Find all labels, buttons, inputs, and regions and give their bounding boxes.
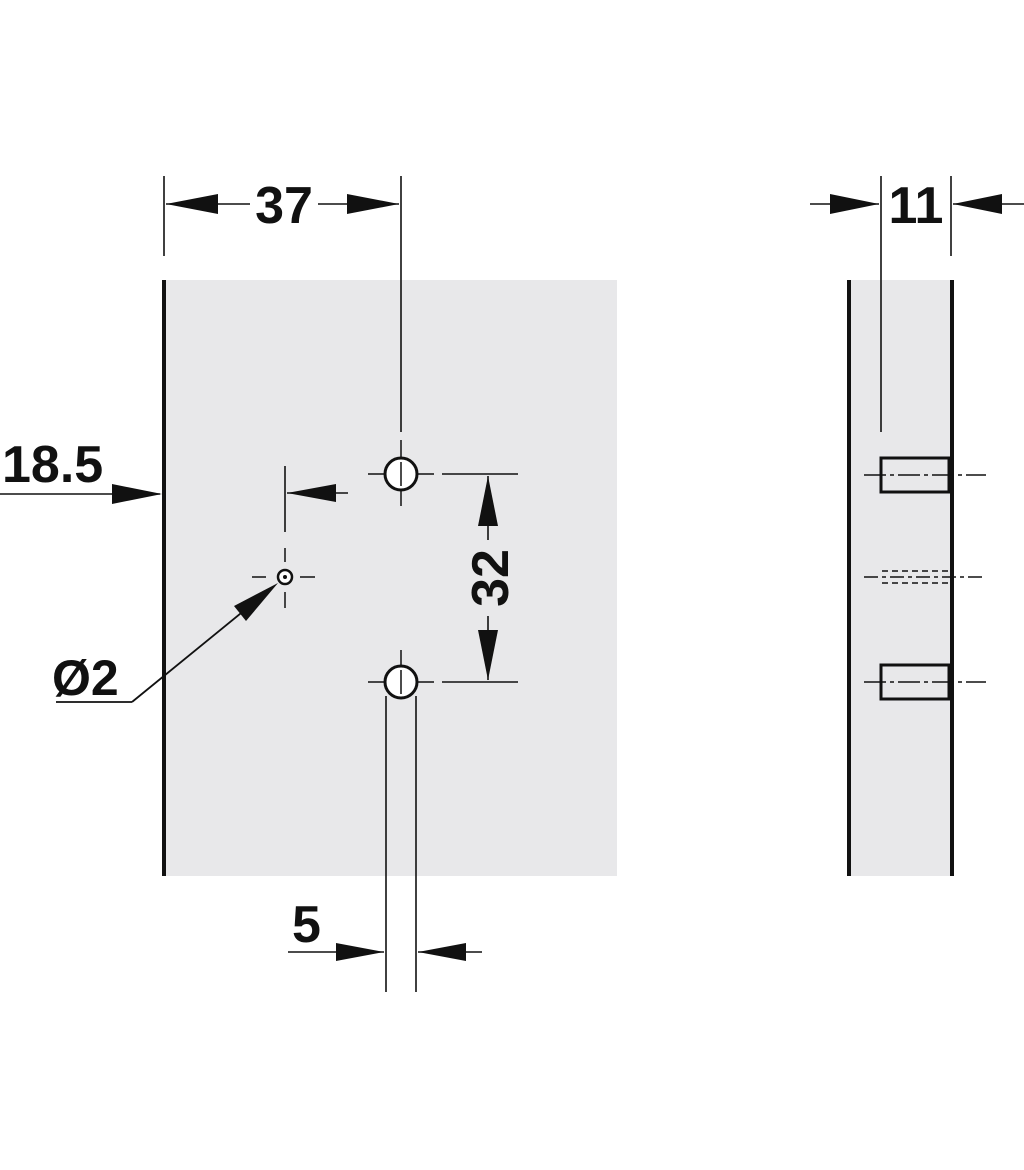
- dim-18-5-label: 18.5: [2, 436, 103, 494]
- arrow-11-left: [830, 194, 879, 214]
- arrow-5-right: [418, 943, 466, 961]
- pilot-hole: [252, 548, 315, 608]
- dimension-18-5: 18.5: [0, 436, 162, 504]
- pilot-bore-hidden: [864, 570, 986, 584]
- dimension-5: 5: [288, 696, 482, 992]
- arrow-18-5: [112, 484, 162, 504]
- dim-diameter-label: Ø2: [52, 650, 119, 706]
- front-panel: [165, 280, 617, 876]
- dim-5-label: 5: [292, 896, 321, 954]
- arrow-11-right: [953, 194, 1002, 214]
- dim-37-label: 37: [255, 177, 313, 235]
- arrow-offset: [287, 484, 336, 502]
- dimension-11: 11: [810, 176, 1024, 432]
- arrow-32-down: [478, 630, 498, 680]
- lower-hole: [368, 650, 434, 700]
- dim-11-label: 11: [889, 177, 944, 235]
- front-view: 37 18.5: [0, 176, 617, 992]
- lower-bore: [864, 663, 986, 701]
- arrow-32-up: [478, 476, 498, 526]
- dimension-37: 37: [163, 176, 402, 432]
- side-panel: [850, 280, 951, 876]
- pilot-hole-center: [283, 575, 287, 579]
- arrow-37-left: [166, 194, 218, 214]
- offset-pointer: [284, 466, 348, 532]
- upper-bore: [864, 456, 986, 494]
- dimension-32: 32: [442, 473, 520, 683]
- diameter-leader: Ø2: [52, 583, 278, 706]
- arrow-diameter: [234, 583, 278, 621]
- upper-hole: [368, 440, 434, 506]
- arrow-37-right: [347, 194, 399, 214]
- arrow-5-left: [336, 943, 384, 961]
- side-view: 11: [810, 176, 1024, 876]
- dim-32-label: 32: [462, 549, 520, 607]
